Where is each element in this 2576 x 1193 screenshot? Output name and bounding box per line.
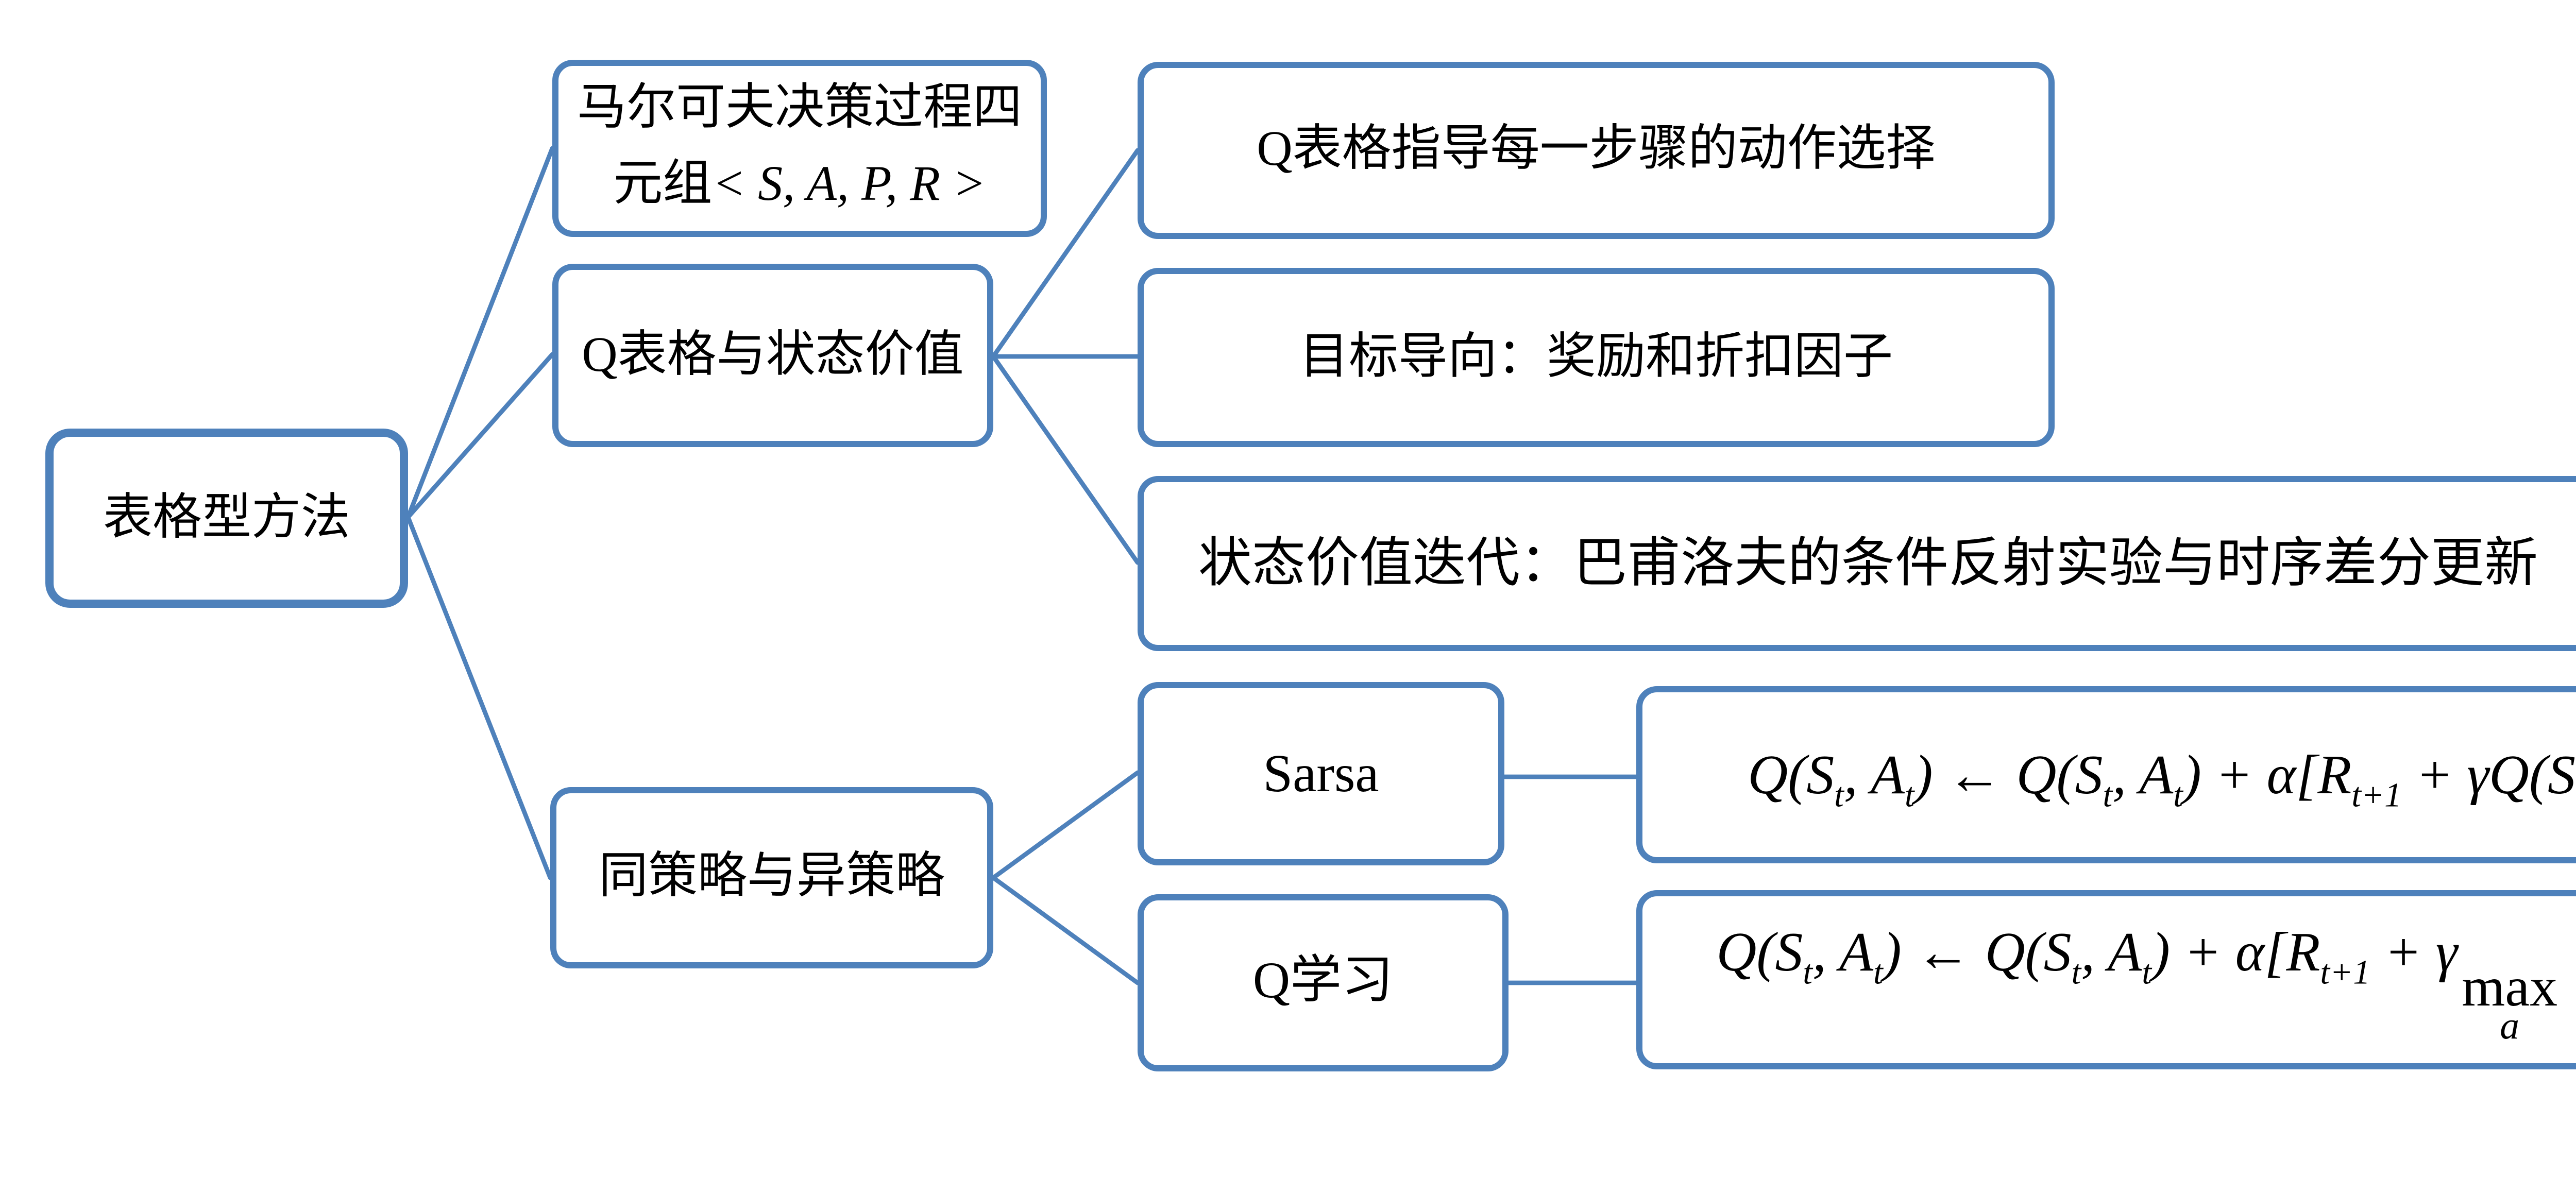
node-value-iteration-label: 状态价值迭代：巴甫洛夫的条件反射实验与时序差分更新 <box>1198 534 2538 593</box>
node-value-iteration: 状态价值迭代：巴甫洛夫的条件反射实验与时序差分更新 <box>1138 476 2576 651</box>
node-on-off-policy: 同策略与异策略 <box>550 787 993 968</box>
connector-root-to-policy <box>405 515 553 880</box>
node-qlearning-label: Q学习 <box>1252 955 1394 1010</box>
node-sarsa-label: Sarsa <box>1263 744 1379 804</box>
node-sarsa: Sarsa <box>1138 682 1504 865</box>
node-action-selection-label: Q表格指导每一步骤的动作选择 <box>1257 124 1936 177</box>
node-tabular-methods-label: 表格型方法 <box>103 491 350 545</box>
node-qlearning: Q学习 <box>1138 894 1509 1071</box>
node-sarsa-formula: Q(St, At) ← Q(St, At) + α[Rt+1 + γQ(St+1… <box>1636 686 2576 863</box>
node-qtable-state-value-label: Q表格与状态价值 <box>582 329 964 382</box>
sarsa-update-formula: Q(St, At) ← Q(St, At) + α[Rt+1 + γQ(St+1… <box>1748 743 2576 814</box>
node-mdp-tuple-label: 马尔可夫决策过程四 元组< S, A, P, R > <box>577 72 1022 225</box>
node-qtable-state-value: Q表格与状态价值 <box>552 264 993 447</box>
mdp-label-line1: 马尔可夫决策过程四 <box>577 82 1022 136</box>
connector-root-to-qtable <box>405 352 555 520</box>
mdp-tuple-math: < S, A, P, R > <box>712 159 986 212</box>
node-goal-oriented: 目标导向：奖励和折扣因子 <box>1138 268 2055 447</box>
node-on-off-policy-label: 同策略与异策略 <box>599 851 945 905</box>
node-mdp-tuple: 马尔可夫决策过程四 元组< S, A, P, R > <box>552 60 1047 237</box>
connector-policy-to-qlearning <box>991 875 1140 985</box>
mdp-label-line2-prefix: 元组 <box>613 159 713 212</box>
connector-policy-to-sarsa <box>991 770 1140 880</box>
node-goal-oriented-label: 目标导向：奖励和折扣因子 <box>1299 331 1893 384</box>
connector-qtable-to-action-selection <box>991 148 1140 359</box>
connector-qtable-to-value-iteration <box>991 354 1140 565</box>
node-tabular-methods: 表格型方法 <box>45 429 408 608</box>
connector-root-to-mdp <box>405 146 555 520</box>
node-action-selection: Q表格指导每一步骤的动作选择 <box>1138 62 2055 239</box>
